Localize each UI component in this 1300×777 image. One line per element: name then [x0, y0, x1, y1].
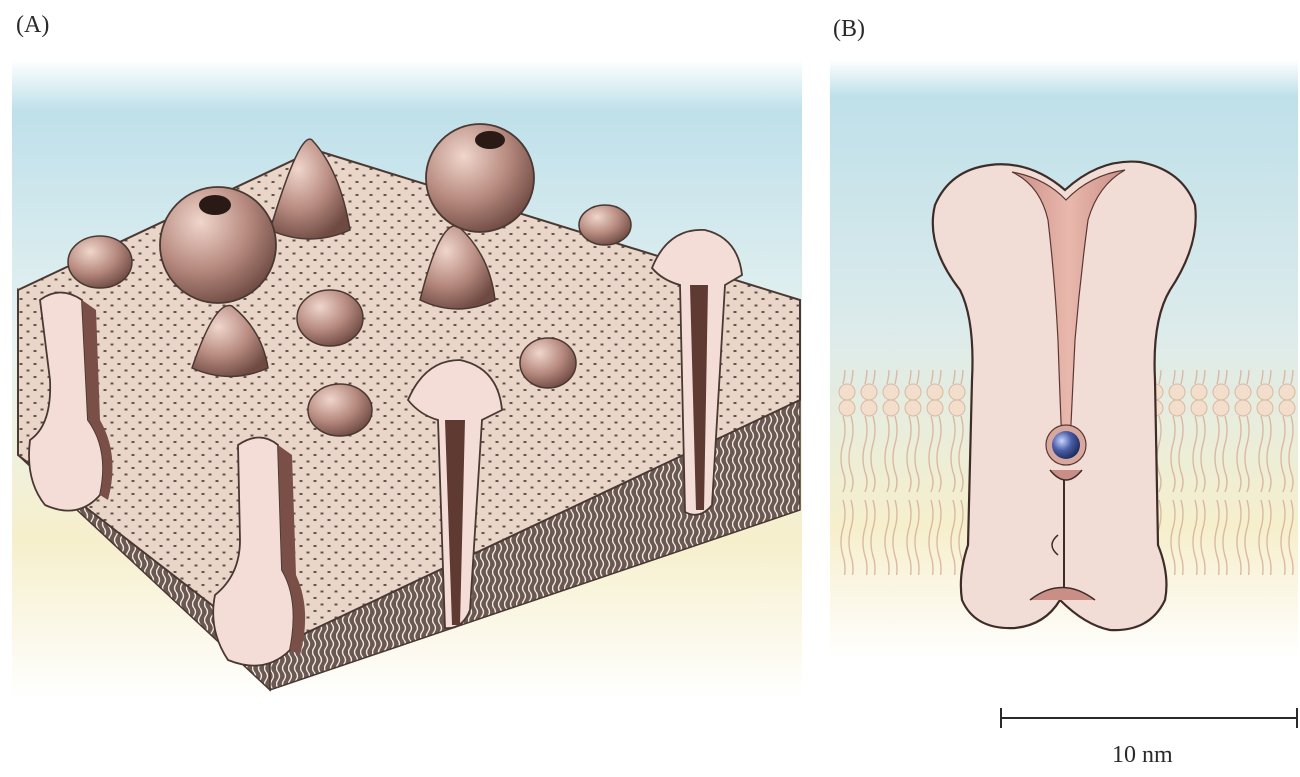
peripheral-protein-dome: [520, 338, 576, 388]
scale-bar-label: 10 nm: [1112, 742, 1173, 769]
channel-pore-opening: [475, 131, 505, 149]
peripheral-protein-dome: [579, 205, 631, 245]
panel-b-illustration: [830, 60, 1298, 660]
scale-bar: [1000, 708, 1298, 728]
peripheral-protein-dome: [297, 290, 363, 346]
peripheral-protein-dome: [68, 236, 132, 288]
peripheral-protein-dome: [308, 384, 372, 436]
panel-a-illustration: [12, 60, 802, 700]
ion-sphere: [1052, 431, 1080, 459]
channel-pore-opening: [199, 195, 231, 215]
